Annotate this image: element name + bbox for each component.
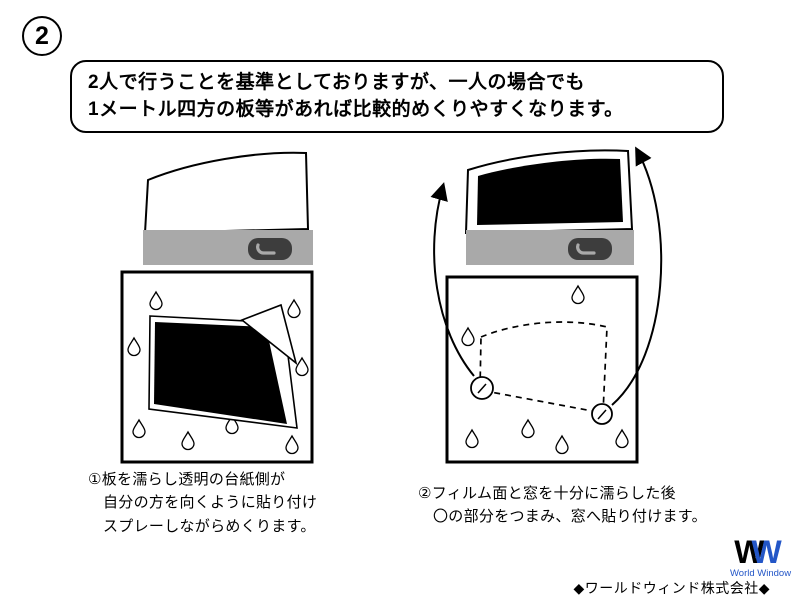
note-line-1: 2人で行うことを基準としておりますが、一人の場合でも (88, 72, 586, 93)
pinch-point-right (591, 403, 613, 425)
sprayer-icon (568, 238, 612, 260)
left-figure (120, 151, 314, 464)
caption-step2: ②フィルム面と窓を十分に濡らした後 〇の部分をつまみ、窓へ貼り付けます。 (418, 482, 707, 529)
step-number: 2 (35, 21, 49, 50)
caption-step2-line2: 〇の部分をつまみ、窓へ貼り付けます。 (433, 508, 707, 526)
film-black-area (154, 322, 287, 424)
logo-subtitle: World Window (730, 568, 792, 579)
film-placement-dashed-outline (479, 321, 608, 415)
note-bubble: 2人で行うことを基準としておりますが、一人の場合でも 1メートル四方の板等があれ… (70, 60, 724, 134)
logo-letter-w-blue: W (751, 534, 782, 570)
note-line-2: 1メートル四方の板等があれば比較的めくりやすくなります。 (88, 98, 624, 120)
film-with-backing (148, 303, 298, 429)
sprayer-icon (248, 238, 292, 260)
window-film-black (477, 158, 623, 225)
pinch-point-left (470, 376, 494, 400)
right-figure (430, 146, 663, 464)
caption-step1-line2: 自分の方を向くように貼り付け (103, 494, 318, 512)
curved-arrow-icon (430, 182, 475, 377)
window-glass-outline (143, 151, 310, 235)
board-outline (445, 275, 639, 464)
world-window-logo: WW World Window (730, 534, 792, 579)
caption-step1: ①板を濡らし透明の台紙側が 自分の方を向くように貼り付け スプレーしながらめくり… (88, 468, 317, 538)
caption-step1-line1: ①板を濡らし透明の台紙側が (88, 471, 286, 488)
curved-arrow-icon (611, 146, 663, 406)
caption-step2-line1: ②フィルム面と窓を十分に濡らした後 (418, 485, 676, 502)
caption-step1-line3: スプレーしながらめくります。 (103, 517, 316, 535)
logo-letter-w-black: W (734, 534, 765, 570)
peeled-corner-fold (240, 303, 298, 366)
step-number-badge: 2 (22, 16, 62, 56)
company-name: ◆ワールドウィンド株式会社◆ (573, 580, 770, 596)
